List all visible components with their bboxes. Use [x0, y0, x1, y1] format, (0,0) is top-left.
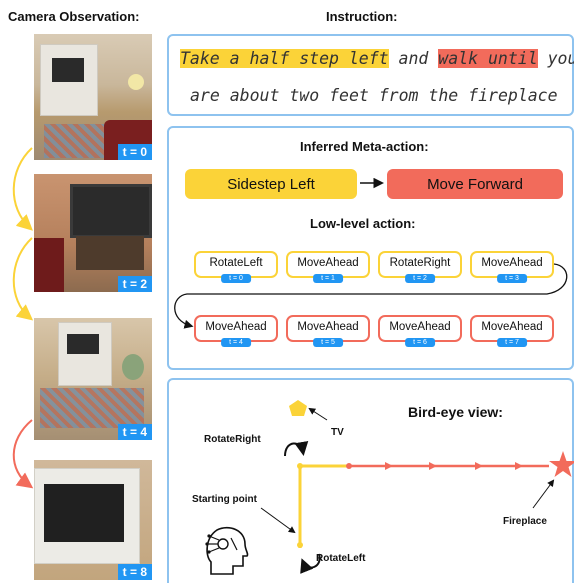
fireplace-label: Fireplace: [503, 516, 547, 527]
low-action: RotateRight t = 2: [378, 251, 462, 283]
low-action-label: RotateLeft: [209, 257, 263, 269]
bird-eye-panel: [167, 378, 574, 583]
low-action: MoveAhead t = 7: [470, 315, 554, 347]
arrow-0-to-2: [12, 147, 33, 231]
row-wrap-connector: [174, 263, 568, 329]
instruction-highlight-sidestep: Take a half step left: [180, 49, 389, 68]
meta-action-sidestep-left: Sidestep Left: [185, 169, 357, 199]
fireplace-star: [549, 451, 574, 477]
instruction-highlight-walk: walk until: [438, 49, 538, 68]
tv-marker: [289, 400, 307, 416]
frame-4-time: t = 4: [117, 424, 152, 440]
path-arrowhead: [515, 462, 523, 470]
instruction-panel: [167, 34, 574, 116]
meta-action-panel: [167, 126, 574, 370]
rug: [40, 388, 144, 428]
low-action-label: MoveAhead: [481, 321, 543, 333]
frame-8: t = 8: [34, 460, 152, 580]
fireplace-pointer: [532, 479, 555, 509]
low-action-time: t = 3: [497, 274, 527, 283]
low-action-label: MoveAhead: [205, 321, 267, 333]
instruction-line-2: are about two feet from the fireplace: [190, 86, 558, 105]
low-action-label: RotateRight: [389, 257, 451, 269]
path-arrowhead: [429, 462, 437, 470]
rotate-left-label: RotateLeft: [316, 553, 366, 564]
low-level-title: Low-level action:: [310, 216, 416, 231]
low-action: MoveAhead t = 4: [194, 315, 278, 347]
low-action: MoveAhead t = 5: [286, 315, 370, 347]
low-action-label: MoveAhead: [297, 321, 359, 333]
fireplace-surround: [58, 322, 112, 386]
fireplace-opening: [52, 58, 84, 82]
plant: [122, 354, 144, 380]
rotate-left-curl: [300, 553, 321, 574]
frame-8-time: t = 8: [117, 564, 152, 580]
low-action-time: t = 7: [497, 338, 527, 347]
low-action-time: t = 6: [405, 338, 435, 347]
low-action: MoveAhead t = 1: [286, 251, 370, 283]
low-action: MoveAhead t = 6: [378, 315, 462, 347]
instruction-line-1: Take a half step left and walk until you: [180, 49, 574, 68]
frame-connector-arrows: [12, 147, 34, 489]
frame-2: t = 2: [34, 174, 152, 292]
instruction-header: Instruction:: [326, 9, 398, 24]
fireplace-opening: [44, 484, 124, 542]
arrow-4-to-8: [12, 419, 34, 489]
frame-4: t = 4: [34, 318, 152, 440]
low-action-label: MoveAhead: [297, 257, 359, 269]
instruction-text: and: [388, 49, 439, 68]
red-sofa: [34, 238, 64, 292]
low-action-time: t = 0: [221, 274, 251, 283]
path-arrowhead: [475, 462, 483, 470]
low-action: MoveAhead t = 3: [470, 251, 554, 283]
frame-0: t = 0: [34, 34, 152, 160]
meta-action-move-forward: Move Forward: [387, 169, 563, 199]
rotate-right-curl: [284, 440, 309, 457]
low-action-label: MoveAhead: [389, 321, 451, 333]
start-pointer: [260, 507, 296, 534]
low-action-time: t = 2: [405, 274, 435, 283]
path-dot: [297, 463, 303, 469]
tv-pointer: [308, 407, 328, 421]
instruction-text: you: [537, 49, 574, 68]
meta-arrow: [360, 177, 384, 189]
bird-eye-map: [205, 400, 574, 575]
tv-label: TV: [331, 427, 344, 438]
low-action-label: MoveAhead: [481, 257, 543, 269]
bird-eye-title: Bird-eye view:: [408, 404, 503, 420]
tv-stand: [76, 236, 144, 270]
path-arrowhead: [385, 462, 393, 470]
arrow-2-to-4: [12, 237, 34, 321]
rotate-right-label: RotateRight: [204, 434, 261, 445]
fireplace-opening: [67, 334, 99, 354]
low-action-time: t = 1: [313, 274, 343, 283]
tv-screen: [70, 184, 152, 238]
frame-0-time: t = 0: [117, 144, 152, 160]
camera-header: Camera Observation:: [8, 9, 140, 24]
starting-point-label: Starting point: [192, 494, 257, 505]
lamp: [128, 74, 144, 90]
path-dot: [297, 542, 303, 548]
meta-action-title: Inferred Meta-action:: [300, 139, 429, 154]
low-action-time: t = 5: [313, 338, 343, 347]
low-action-time: t = 4: [221, 338, 251, 347]
frame-2-time: t = 2: [117, 276, 152, 292]
robot-head-icon: [205, 526, 249, 575]
low-action: RotateLeft t = 0: [194, 251, 278, 283]
